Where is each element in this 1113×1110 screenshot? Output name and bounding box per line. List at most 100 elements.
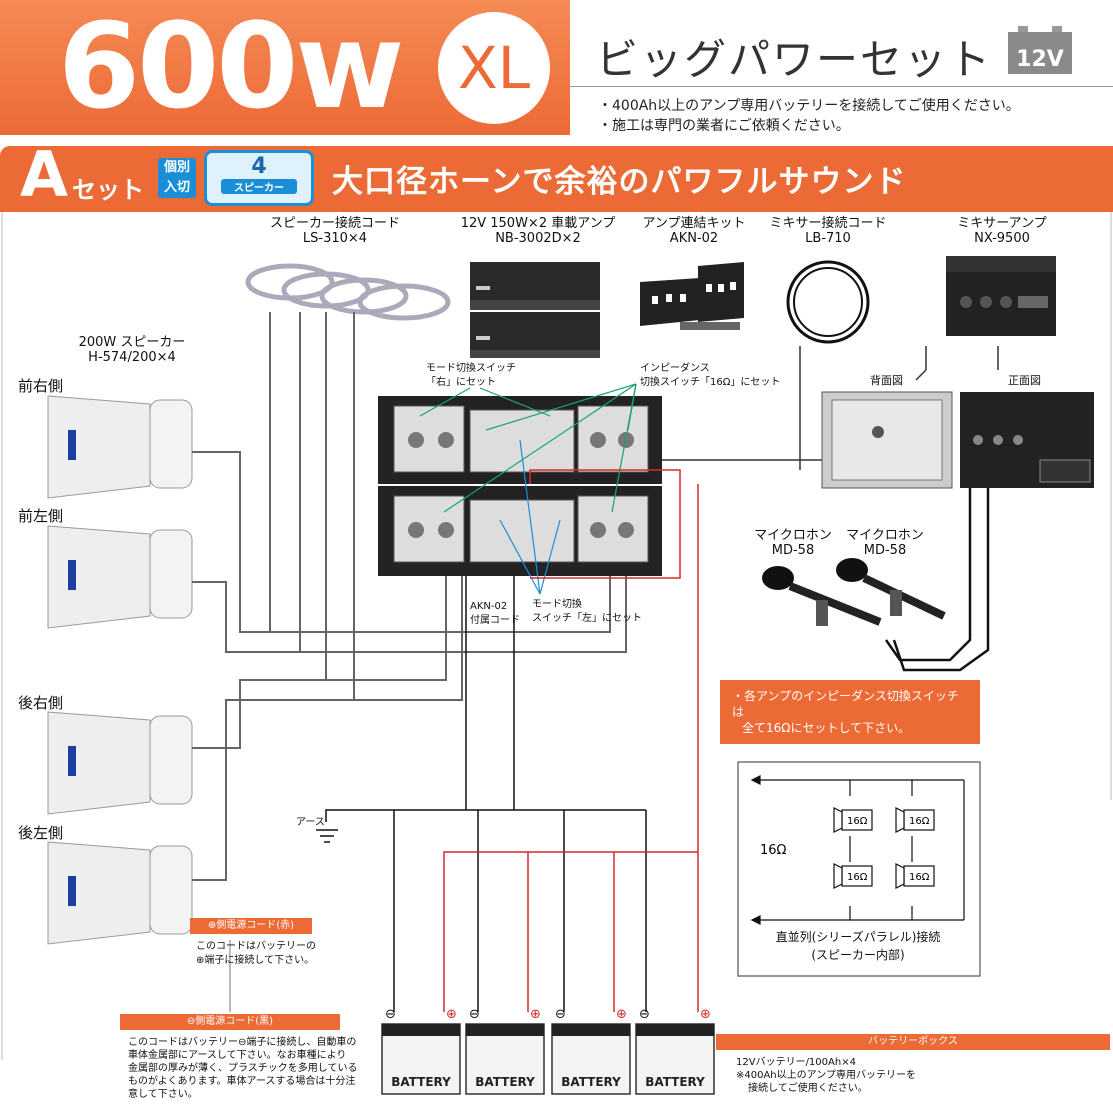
note-line: 意して下さい。 <box>128 1089 198 1100</box>
side-rear-right: 後右側 <box>18 694 64 712</box>
battery-4: BATTERY⊖⊕ <box>635 1007 715 1095</box>
mic-cables <box>884 488 990 672</box>
product-name: アンプ連結キット <box>642 216 746 231</box>
caption-line: 直並列(シリーズパラレル)接続 <box>775 930 941 944</box>
battery-3: BATTERY ⊖ ⊕ <box>551 1007 631 1095</box>
note-line: ものがよくあります。車体アースする場合は十分注 <box>128 1076 356 1087</box>
back-view-label: 背面図 <box>870 374 903 387</box>
battery-label: BATTERY <box>391 1075 451 1089</box>
plus-cord-title: ⊕側電源コード(赤) <box>190 918 312 934</box>
plus-cord-text: このコードはバッテリーの ⊕端子に接続して下さい。 <box>196 940 316 968</box>
terminal-plus: ⊕ <box>446 1007 457 1022</box>
note-line: ・各アンプのインピーダンス切換スイッチは <box>732 689 959 719</box>
product-model: LS-310×4 <box>302 231 368 246</box>
callout-line: 切換スイッチ「16Ω」にセット <box>640 377 781 388</box>
callout-lines <box>419 383 637 595</box>
series-parallel-diagram <box>737 761 981 977</box>
product-name: ミキサー接続コード <box>769 216 887 231</box>
note-line: このコードはバッテリー⊖端子に接続し、自動車の <box>128 1037 357 1048</box>
note-line: このコードはバッテリーの <box>196 941 316 952</box>
note-1: ・400Ah以上のアンプ専用バッテリーを接続してご使用ください。 <box>598 98 1020 114</box>
earth-label: アース <box>296 817 325 828</box>
speaker-model: H-574/200×4 <box>88 350 176 365</box>
product-name: スピーカー接続コード <box>270 216 401 231</box>
terminal-minus: ⊖ <box>555 1007 566 1022</box>
callout-line: 「右」にセット <box>426 377 496 388</box>
xl-badge: XL <box>438 12 550 124</box>
product-model: NB-3002D×2 <box>495 231 581 246</box>
note-line: 金属部の厚みが薄く、プラスチックを多用している <box>128 1063 358 1074</box>
speaker-cables <box>192 312 627 881</box>
terminal-plus: ⊕ <box>530 1007 541 1022</box>
battery-12v-icon: 12V <box>1008 26 1072 74</box>
individual-switch-badge: 個別 入切 <box>158 158 196 198</box>
akn-kit-photo <box>640 262 744 330</box>
impedance-note-box: ・各アンプのインピーダンス切換スイッチは 全て16Ωにセットして下さい。 <box>720 680 980 744</box>
battery-row: BATTERY⊖⊕ BATTERY⊖⊕ BATTERY⊖⊕ BATTERY⊖⊕ <box>381 1007 715 1095</box>
unit-ohm-4: 16Ω <box>909 872 930 883</box>
battery-box-title: バッテリーボックス <box>716 1034 1110 1050</box>
mixer-amp-photo <box>946 256 1056 336</box>
headline: 大口径ホーンで余裕のパワフルサウンド <box>332 164 907 200</box>
terminal-minus: ⊖ <box>385 1007 396 1022</box>
battery-label: BATTERY <box>561 1075 621 1089</box>
speaker-rear-right <box>47 711 193 815</box>
speaker-front-right <box>47 395 193 499</box>
callout-line: モード切換スイッチ <box>426 363 516 374</box>
battery-label: BATTERY <box>475 1075 535 1089</box>
unit-ohm-3: 16Ω <box>847 872 868 883</box>
note-line: 全て16Ωにセットして下さい。 <box>742 721 911 735</box>
callout-line: スイッチ「左」にセット <box>532 613 642 624</box>
speaker-rear-left <box>47 841 193 945</box>
unit-ohm-1: 16Ω <box>847 816 868 827</box>
microphone-2 <box>836 558 946 620</box>
callout-line: 付属コード <box>470 615 520 626</box>
callout-line: AKN-02 <box>470 601 508 612</box>
amp-photo <box>470 262 600 358</box>
note-line: ※400Ah以上のアンプ専用バッテリーを <box>736 1070 916 1081</box>
speaker-count: 4 <box>251 154 267 179</box>
mic-model: MD-58 <box>771 543 815 558</box>
terminal-minus: ⊖ <box>639 1007 650 1022</box>
amp-panel-bottom <box>378 486 662 576</box>
side-rear-left: 後左側 <box>18 824 64 842</box>
mode-left-callout: モード切換 スイッチ「左」にセット <box>532 598 642 626</box>
voltage-label: 12V <box>1016 47 1064 72</box>
battery-box-text: 12Vバッテリー/100Ah×4 ※400Ah以上のアンプ専用バッテリーを 接続… <box>736 1056 916 1095</box>
ground-wiring <box>316 576 647 1012</box>
callout-line: モード切換 <box>532 599 582 610</box>
note-line: 接続してご使用ください。 <box>748 1083 868 1094</box>
kobetsu-line-2: 入切 <box>163 180 190 195</box>
front-view-label: 正面図 <box>1008 374 1041 387</box>
side-front-right: 前右側 <box>18 377 64 395</box>
callout-line: インピーダンス <box>640 363 710 374</box>
speaker-front-left <box>47 525 193 629</box>
terminal-plus: ⊕ <box>616 1007 627 1022</box>
akn-cord-callout: AKN-02 付属コード <box>470 600 520 628</box>
terminal-minus: ⊖ <box>469 1007 480 1022</box>
speaker-count-label: スピーカー <box>221 179 297 194</box>
caption-line: (スピーカー内部) <box>811 948 905 962</box>
kobetsu-line-1: 個別 <box>163 160 190 175</box>
mode-right-callout: モード切換スイッチ 「右」にセット <box>426 362 516 390</box>
unit-ohm-2: 16Ω <box>909 816 930 827</box>
total-ohm: 16Ω <box>760 843 787 858</box>
note-2: ・施工は専門の業者にご依頼ください。 <box>598 118 850 134</box>
mixer-cord-photo <box>786 260 870 344</box>
speaker-name: 200W スピーカー <box>78 335 186 350</box>
set-name: ビッグパワーセット <box>596 35 993 84</box>
header-notes: ・400Ah以上のアンプ専用バッテリーを接続してご使用ください。 ・施工は専門の… <box>598 96 1020 136</box>
side-front-left: 前左側 <box>18 507 64 525</box>
note-line: ⊕端子に接続して下さい。 <box>196 955 315 966</box>
note-line: 車体金属部にアースして下さい。なお車種により <box>128 1050 347 1061</box>
positive-wiring <box>443 469 699 1012</box>
battery-1: BATTERY ⊖ ⊕ <box>381 1007 461 1095</box>
note-line: 12Vバッテリー/100Ah×4 <box>736 1057 856 1068</box>
